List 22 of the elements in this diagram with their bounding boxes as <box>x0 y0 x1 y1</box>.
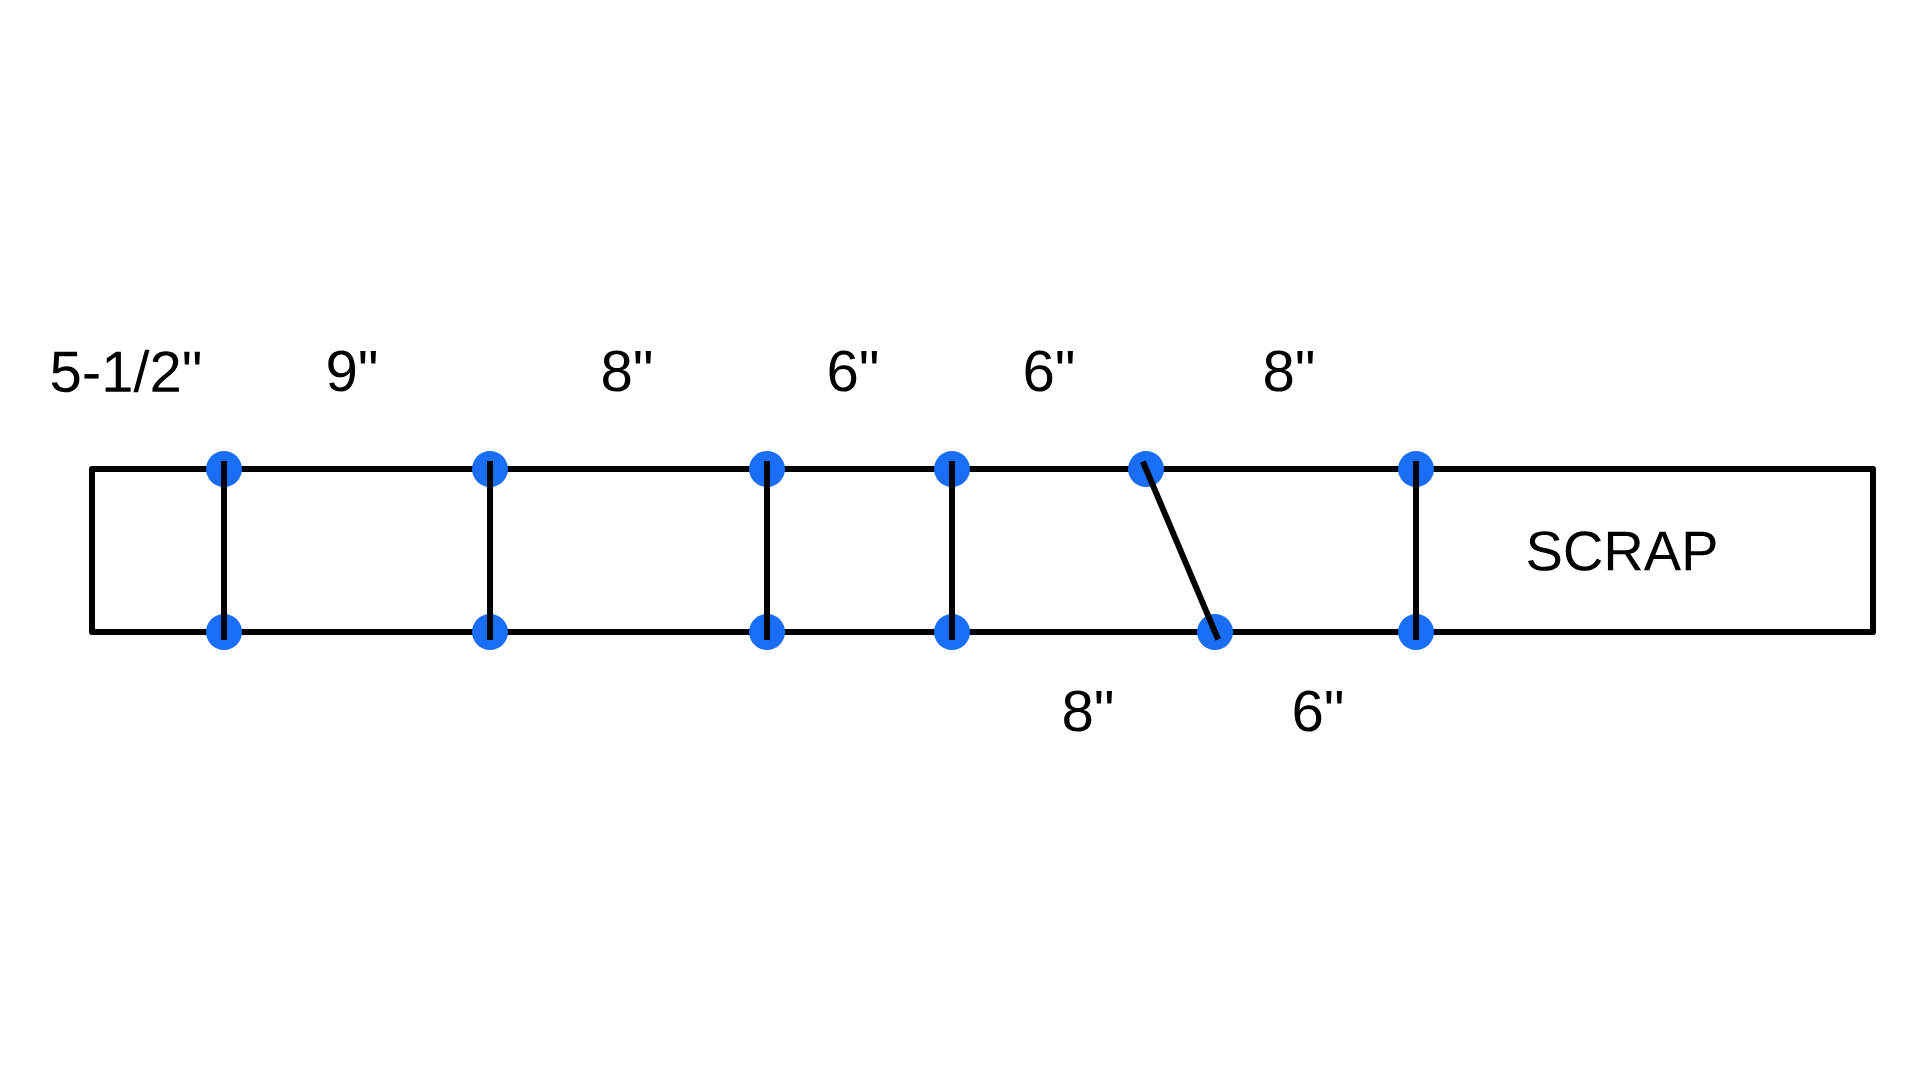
cut-point-dot <box>206 451 242 487</box>
cut-point-dot <box>934 451 970 487</box>
cut-point-dot <box>749 451 785 487</box>
dimension-label: 8" <box>1064 690 1112 732</box>
dimension-label: 8" <box>603 350 651 392</box>
cut-point-dot <box>206 614 242 650</box>
dimension-label: 9" <box>328 350 376 392</box>
cut-point-dot <box>472 451 508 487</box>
dimension-label: 5-1/2" <box>51 349 200 393</box>
cut-point-dot <box>749 614 785 650</box>
dimension-label: 6" <box>1294 690 1342 732</box>
cut-point-dot <box>1398 451 1434 487</box>
dimension-label: 6" <box>1025 350 1073 392</box>
cut-point-dot <box>1197 614 1233 650</box>
dimension-label: 6" <box>829 350 877 392</box>
scrap-label: SCRAP <box>1528 531 1716 571</box>
cut-line <box>1140 460 1221 641</box>
cut-point-dot <box>472 614 508 650</box>
dimension-label: 8" <box>1265 350 1313 392</box>
cut-point-dot <box>1398 614 1434 650</box>
cut-point-dot <box>1128 451 1164 487</box>
cut-point-dot <box>934 614 970 650</box>
